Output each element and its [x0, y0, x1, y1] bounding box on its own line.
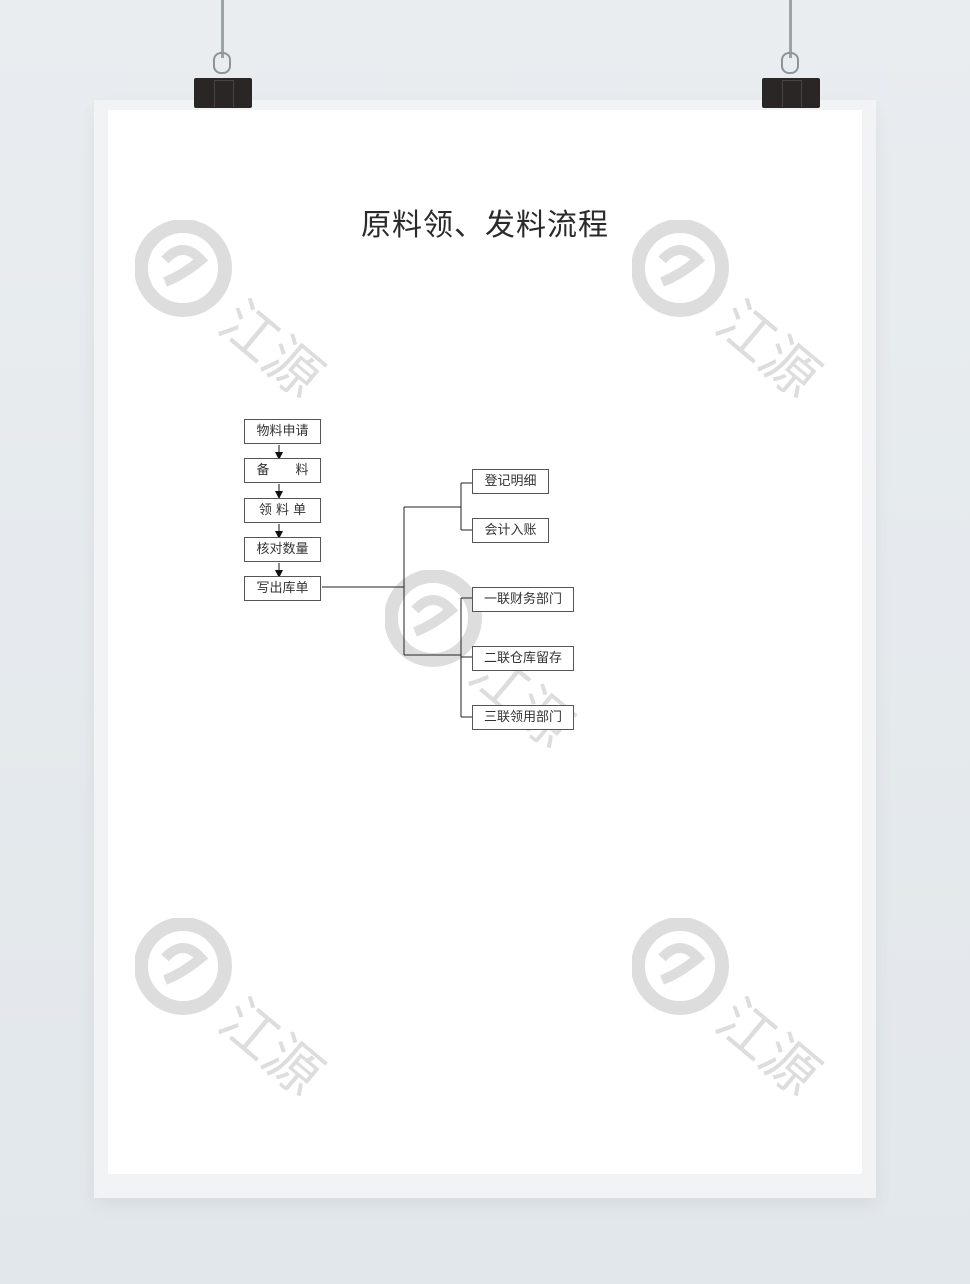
branch-box-lower: 二联仓库留存 — [472, 646, 574, 671]
hanging-wire-right — [789, 0, 792, 58]
clip-ring-left — [213, 52, 231, 74]
branch-box-lower: 三联领用部门 — [472, 705, 574, 730]
clip-ring-right — [781, 52, 799, 74]
poster-sheet — [108, 110, 862, 1174]
hanging-wire-left — [221, 0, 224, 58]
flow-step-box: 核对数量 — [244, 537, 321, 562]
watermark-logo-1: 江源 — [135, 220, 334, 411]
branch-box-upper: 会计入账 — [472, 518, 549, 543]
flow-step-box: 领 料 单 — [244, 498, 321, 523]
watermark-logo-5: 江源 — [632, 918, 831, 1109]
flow-step-box: 写出库单 — [244, 576, 321, 601]
watermark-logo-4: 江源 — [135, 918, 334, 1109]
page-title: 原料领、发料流程 — [361, 208, 609, 243]
branch-box-lower: 一联财务部门 — [472, 587, 574, 612]
flow-step-box: 备 料 — [244, 458, 321, 483]
branch-box-upper: 登记明细 — [472, 469, 549, 494]
binder-clip-left — [194, 78, 252, 108]
binder-clip-right — [762, 78, 820, 108]
flow-step-box: 物料申请 — [244, 419, 321, 444]
watermark-logo-2: 江源 — [632, 220, 831, 411]
